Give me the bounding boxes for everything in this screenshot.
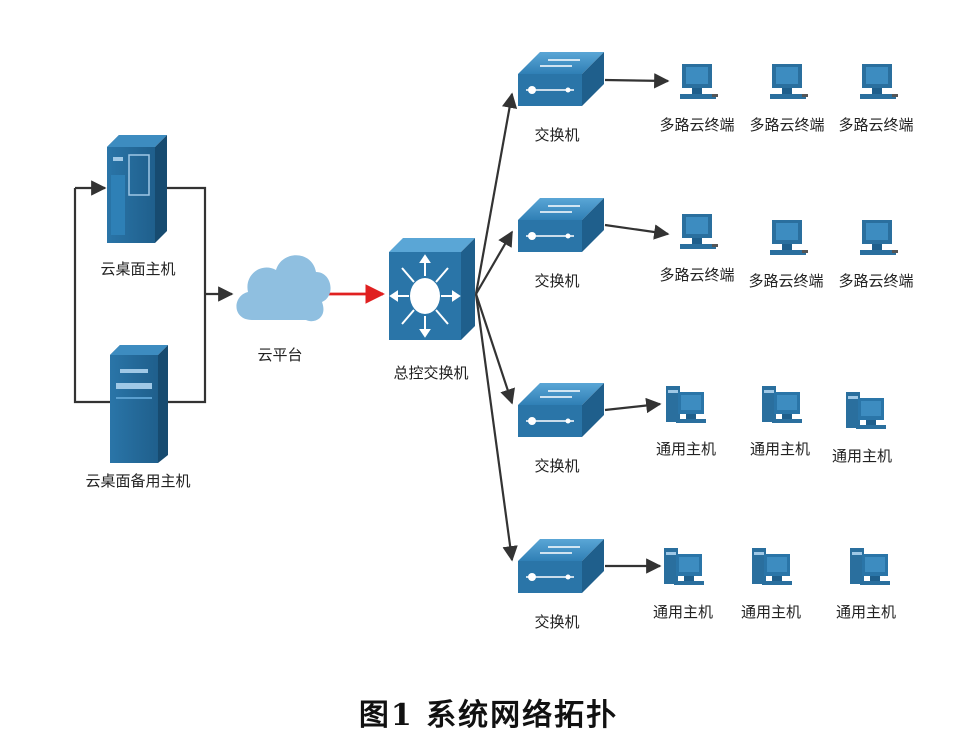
cloud-desktop-backup-host-label: 云桌面备用主机 bbox=[85, 472, 191, 490]
pc-icon bbox=[666, 386, 706, 423]
switch-icon bbox=[518, 198, 604, 252]
device-label: 多路云终端 bbox=[749, 116, 825, 134]
cloud-desktop-host-label: 云桌面主机 bbox=[100, 260, 176, 278]
server-icon bbox=[107, 135, 167, 243]
switch-device-lines bbox=[604, 73, 670, 574]
device-label: 通用主机 bbox=[740, 603, 802, 621]
loop-line-backup bbox=[73, 188, 110, 404]
switch-icon bbox=[518, 383, 604, 437]
device-label: 通用主机 bbox=[831, 447, 893, 465]
server-icon bbox=[110, 345, 168, 463]
switch-label: 交换机 bbox=[534, 457, 580, 475]
switch-line-3 bbox=[604, 397, 662, 414]
fanout-line-2 bbox=[475, 230, 513, 295]
bracket-line bbox=[163, 186, 207, 404]
fanout-line-1 bbox=[474, 92, 518, 295]
core-fanout-lines bbox=[474, 92, 518, 562]
monitor-icon bbox=[680, 214, 718, 249]
switch-label: 交换机 bbox=[534, 126, 580, 144]
switch-icon bbox=[518, 539, 604, 593]
switch-icon bbox=[518, 52, 604, 106]
monitor-icon bbox=[860, 220, 898, 255]
pc-icon bbox=[664, 548, 704, 585]
monitor-icon bbox=[680, 64, 718, 99]
device-label: 多路云终端 bbox=[838, 272, 914, 290]
monitor-icon bbox=[860, 64, 898, 99]
fanout-line-3 bbox=[474, 293, 515, 405]
host-connections bbox=[73, 180, 234, 404]
device-label: 多路云终端 bbox=[748, 272, 824, 290]
switch-line-1 bbox=[604, 73, 670, 89]
device-label: 通用主机 bbox=[835, 603, 897, 621]
pc-icon bbox=[846, 392, 886, 429]
switch-label: 交换机 bbox=[534, 272, 580, 290]
pc-icon bbox=[752, 548, 792, 585]
cloud-platform-label: 云平台 bbox=[257, 346, 303, 364]
core-switch-icon bbox=[389, 238, 475, 340]
device-label: 通用主机 bbox=[749, 440, 811, 458]
fanout-line-4 bbox=[474, 293, 518, 562]
device-label: 多路云终端 bbox=[659, 116, 735, 134]
device-label: 通用主机 bbox=[652, 603, 714, 621]
device-label: 多路云终端 bbox=[838, 116, 914, 134]
figure-caption: 图1 系统网络拓扑 bbox=[358, 698, 619, 733]
pc-icon bbox=[850, 548, 890, 585]
devices-group bbox=[664, 64, 898, 585]
pc-icon bbox=[762, 386, 802, 423]
switch-label: 交换机 bbox=[534, 613, 580, 631]
core-switch-label: 总控交换机 bbox=[393, 364, 469, 382]
device-label: 多路云终端 bbox=[659, 266, 735, 284]
switches-group bbox=[518, 52, 604, 593]
monitor-icon bbox=[770, 220, 808, 255]
cloud-icon bbox=[236, 255, 331, 322]
device-label: 通用主机 bbox=[655, 440, 717, 458]
switch-line-2 bbox=[604, 223, 670, 240]
monitor-icon bbox=[770, 64, 808, 99]
